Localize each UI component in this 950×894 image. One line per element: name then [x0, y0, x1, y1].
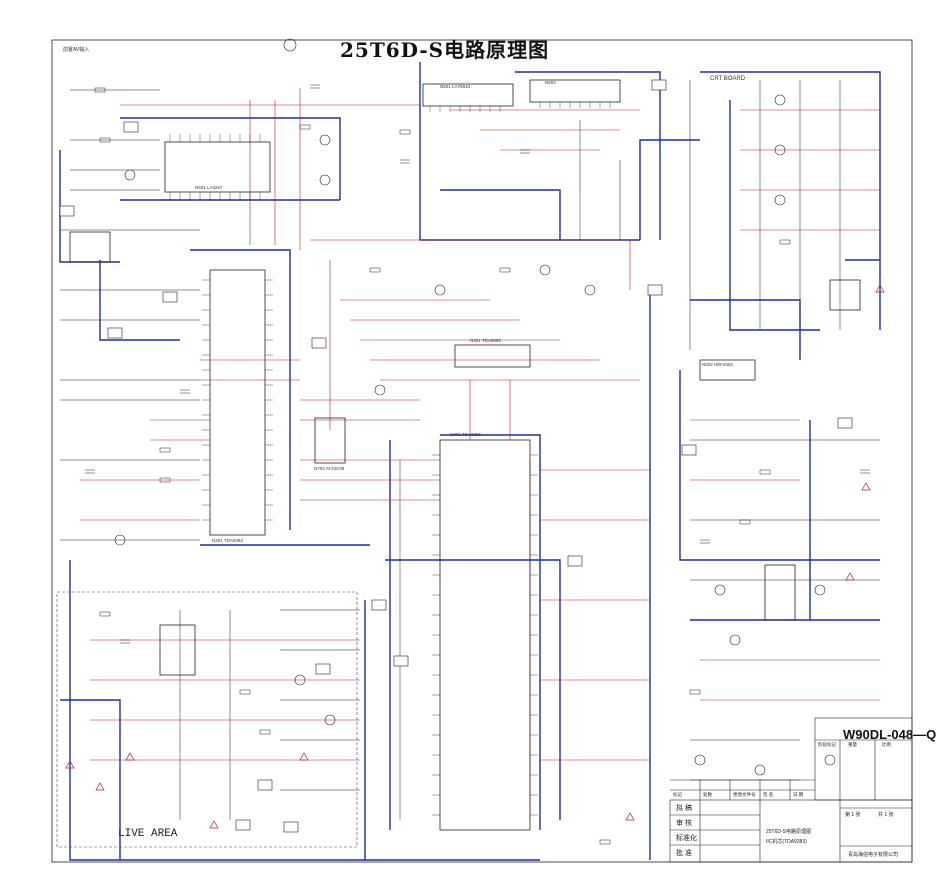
- crt-socket: [829, 279, 861, 311]
- tb-company: 青岛海信电子有限公司: [848, 852, 899, 858]
- tb-row-standard: 标准化: [676, 835, 697, 842]
- tb-name-line2: IIC机芯(TDA9383): [766, 839, 807, 845]
- ic-n601: [164, 141, 271, 193]
- ic-blocks: [69, 79, 861, 831]
- tb-row-review: 审 核: [676, 820, 692, 827]
- ic-n401-sound: [454, 344, 531, 368]
- ic-label-main-cpu: N201 TDA9383: [212, 538, 243, 543]
- tb-name-line1: 25T6D-S电路原理图: [766, 829, 812, 835]
- ic-label-eprom: N702 AT24C08: [314, 466, 345, 471]
- ic-n501-upper: [422, 83, 514, 107]
- ic-n802: [699, 359, 756, 381]
- ic-n201-main-cpu: [209, 269, 266, 536]
- passive-components: [85, 84, 870, 845]
- red-signal-lines: [80, 88, 880, 761]
- tb-rev-count: 处数: [703, 792, 712, 797]
- ic-n602-upper: [529, 79, 621, 103]
- connector-boxes: [59, 79, 853, 833]
- title-block: [669, 717, 913, 863]
- tb-row-approve: 批 准: [676, 850, 692, 857]
- diagram-title: 25T6D-S电路原理图: [340, 38, 550, 62]
- front-av-input-label: 前置AV输入: [63, 47, 90, 53]
- ic-label-switch: N802 HEF4052: [702, 362, 734, 367]
- drawing-number: W90DL-048—Q: [843, 727, 937, 742]
- tb-row-draft: 拟 稿: [676, 805, 692, 812]
- drawing-frame: [51, 39, 913, 863]
- tb-sheet-label: 第 1 张: [845, 812, 861, 818]
- ic-label-sound: N401 TDA9860: [470, 338, 501, 343]
- ic-label-n602: N602: [545, 80, 556, 85]
- tb-scale-label: 比例: [882, 742, 891, 747]
- tb-rev-doc: 更改文件号: [733, 792, 756, 797]
- live-area-boundary: [56, 591, 358, 848]
- ic-n301-processor: [439, 439, 531, 831]
- dark-wires: [60, 80, 880, 820]
- ic-label-n501: N501 LA76810: [440, 84, 471, 89]
- regulator-box: [159, 624, 196, 676]
- transistors: [114, 38, 836, 776]
- tb-weight-label: 重量: [848, 742, 857, 747]
- tb-stage-label: 阶段标记: [818, 742, 836, 747]
- tb-rev-sign: 签 名: [763, 792, 774, 797]
- warning-triangles: [65, 284, 885, 829]
- ic-label-n301: N301 TDA8356: [450, 432, 481, 437]
- tb-sheets-label: 共 1 张: [878, 812, 894, 818]
- crt-board-label: CRT BOARD: [710, 76, 746, 82]
- live-area-label: LIVE AREA: [118, 828, 178, 840]
- tb-rev-date: 日 期: [793, 792, 804, 797]
- flyback-transformer: [764, 564, 796, 621]
- tb-rev-mark: 标记: [673, 792, 682, 797]
- ic-n702: [314, 417, 346, 464]
- ic-label-n601: N601 LA4267: [195, 185, 223, 190]
- blue-bus-lines: [59, 62, 881, 861]
- tuner-box: [69, 231, 111, 263]
- ic-pins: [169, 102, 611, 816]
